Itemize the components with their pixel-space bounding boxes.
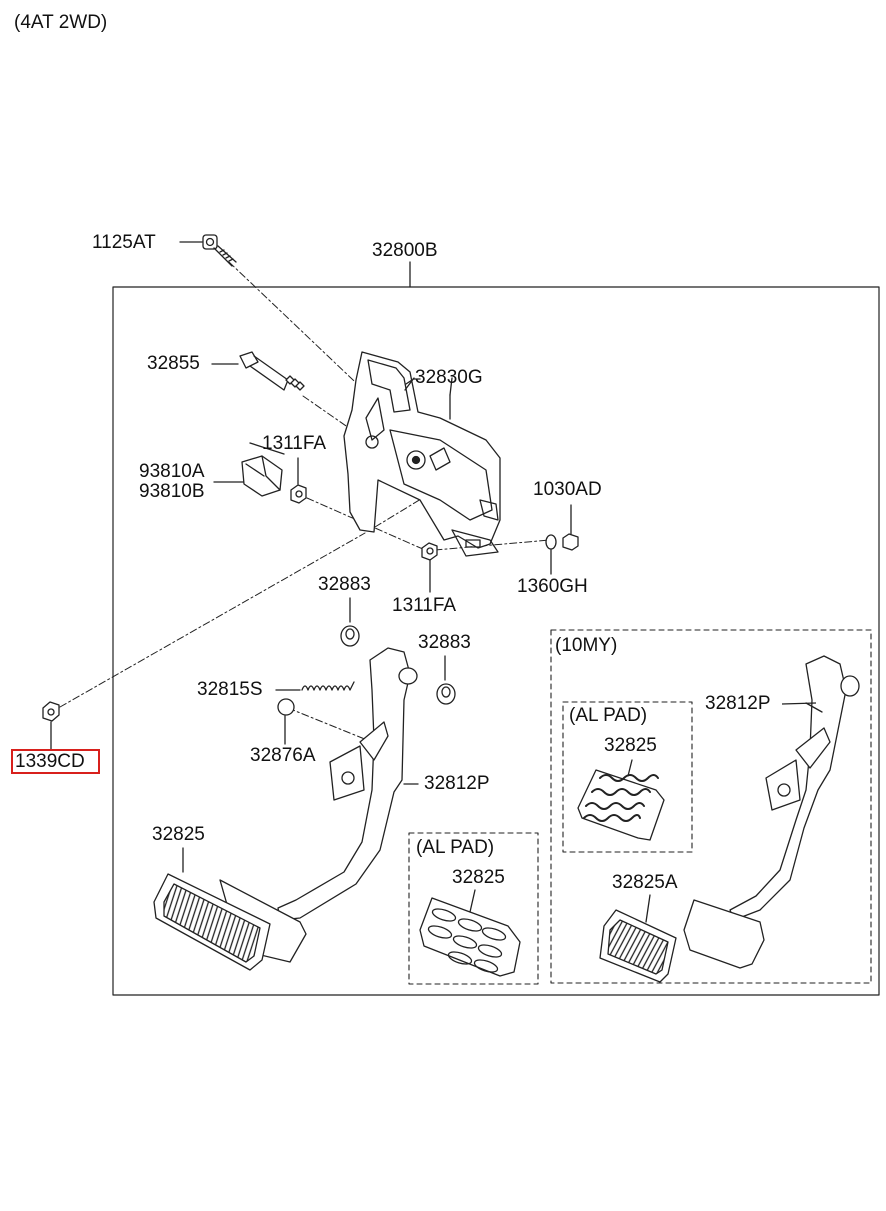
inset-10my-pad-label[interactable]: 32825A (612, 872, 678, 893)
part-label-32876A[interactable]: 32876A (250, 745, 316, 766)
part-label-32830G[interactable]: 32830G (415, 367, 483, 388)
inset-al-pad-part-label[interactable]: 32825 (452, 867, 505, 888)
inset-10my-title: (10MY) (555, 635, 618, 656)
pedal-pad-10my-32825A (599, 894, 677, 983)
bushing-32883-left (340, 597, 360, 647)
inset-10my-frame (550, 629, 872, 984)
pedal-arm-32812P (277, 647, 419, 921)
part-label-32800B[interactable]: 32800B (372, 240, 438, 261)
assembly-frame (112, 286, 880, 996)
part-label-32812P[interactable]: 32812P (424, 773, 490, 794)
al-pad-32825 (419, 889, 521, 977)
part-label-1311FA-top[interactable]: 1311FA (262, 433, 327, 454)
inset-10my-al-pad-frame (562, 701, 693, 853)
part-label-93810B[interactable]: 93810B (139, 481, 205, 502)
pedal-pad-10my (683, 899, 765, 969)
part-label-1360GH[interactable]: 1360GH (517, 576, 588, 597)
part-label-32883-right[interactable]: 32883 (418, 632, 471, 653)
part-label-1030AD[interactable]: 1030AD (533, 479, 602, 500)
stop-lamp-switch-93810 (213, 455, 283, 497)
return-spring-32815S (275, 681, 355, 691)
inset-10my-al-pad-title: (AL PAD) (569, 705, 648, 726)
bushing-1030AD (562, 504, 579, 551)
part-label-93810A[interactable]: 93810A (139, 461, 205, 482)
part-label-1339CD[interactable]: 1339CD (15, 751, 85, 772)
diagram-header: (4AT 2WD) (14, 12, 108, 33)
inset-al-pad-frame (408, 832, 539, 985)
washer-1360GH (545, 534, 557, 575)
al-pad-10my-32825 (577, 759, 665, 841)
inset-10my-al-pad-part-label[interactable]: 32825 (604, 735, 657, 756)
part-label-32825[interactable]: 32825 (152, 824, 205, 845)
part-label-32815S[interactable]: 32815S (197, 679, 263, 700)
pin-32855 (211, 351, 305, 391)
bushing-32883-right (436, 655, 456, 705)
pedal-pad-32825 (153, 847, 271, 971)
nut-1311FA-bottom (421, 542, 438, 593)
bolt-1125AT (179, 234, 237, 267)
highlight-box-1339CD[interactable] (11, 749, 100, 774)
inset-al-pad-title: (AL PAD) (416, 837, 495, 858)
part-label-32855[interactable]: 32855 (147, 353, 200, 374)
stopper-32876A (277, 698, 295, 745)
bracket-32830G (343, 351, 501, 557)
nut-1339CD (42, 701, 60, 751)
nut-1311FA-top (290, 457, 307, 504)
inset-10my-pedal-label[interactable]: 32812P (705, 693, 771, 714)
part-label-1125AT[interactable]: 1125AT (92, 232, 156, 253)
part-label-32883-left[interactable]: 32883 (318, 574, 371, 595)
pedal-arm-10my-32812P (729, 655, 860, 921)
part-label-1311FA-bottom[interactable]: 1311FA (392, 595, 457, 616)
